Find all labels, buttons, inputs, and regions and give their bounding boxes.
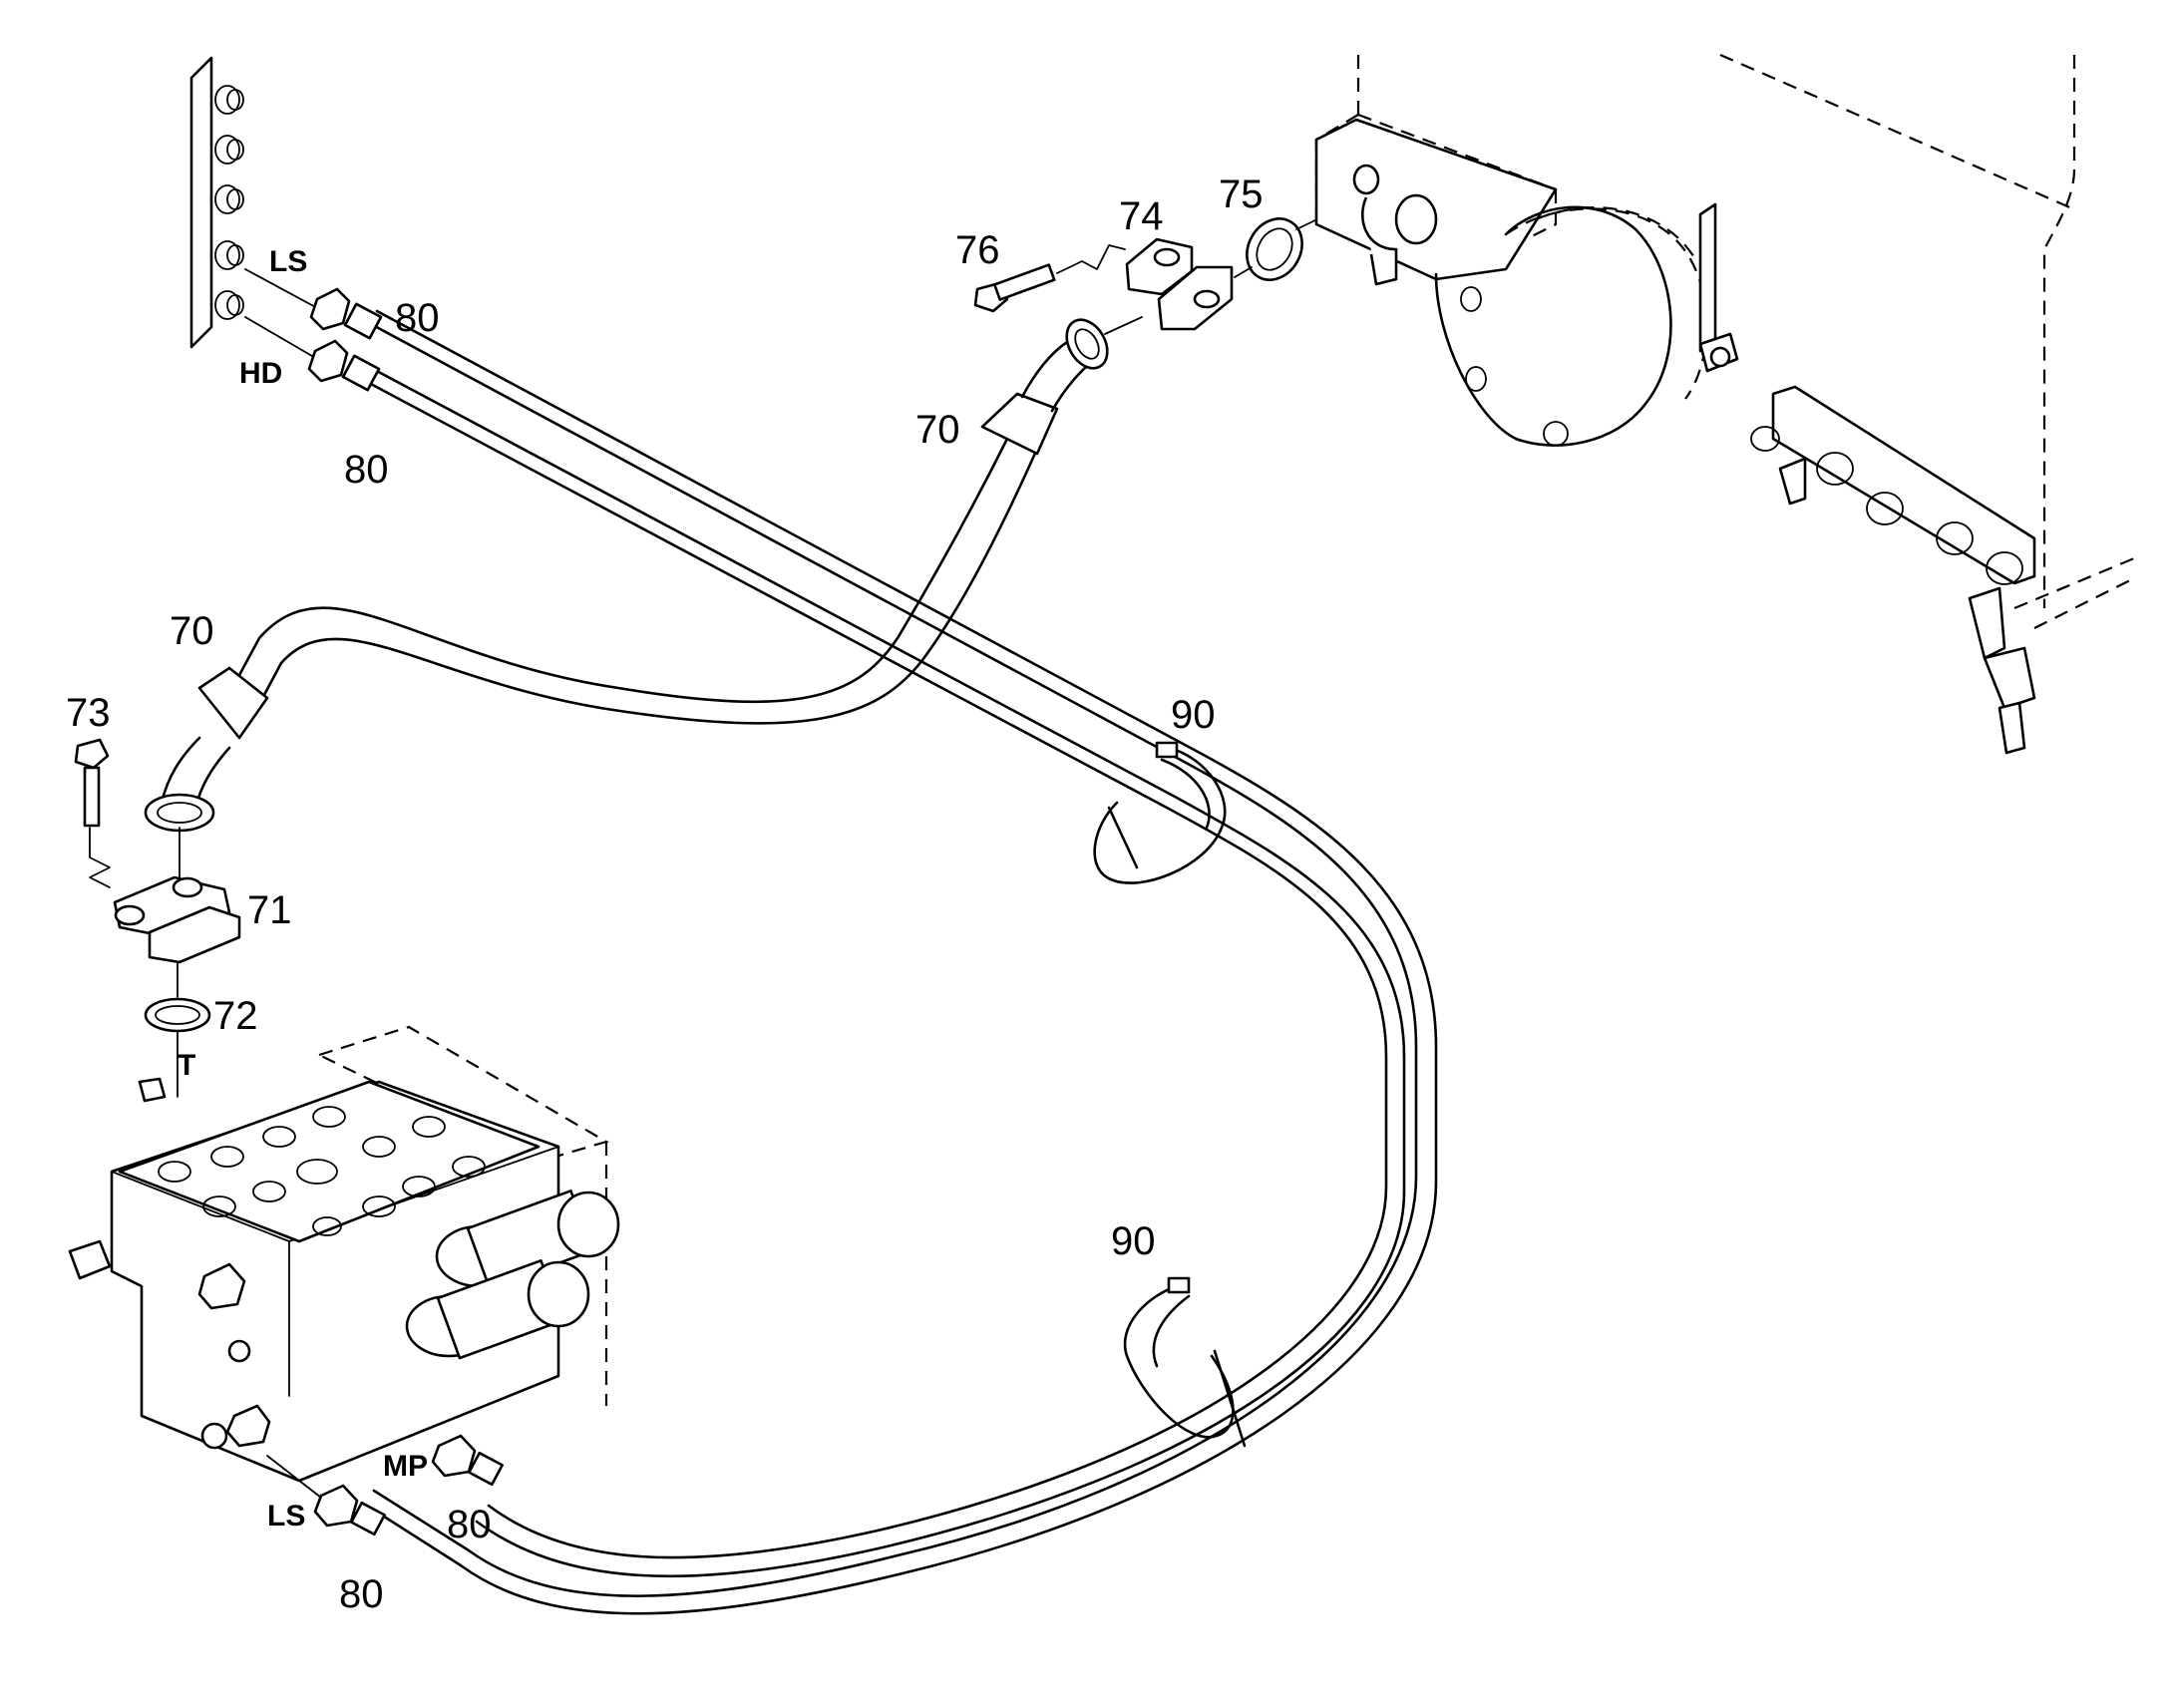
hose-80-pair (365, 309, 1438, 1615)
callout-73: 73 (66, 691, 111, 735)
hose-clamp-90-upper (1093, 741, 1227, 884)
callout-75: 75 (1219, 172, 1264, 216)
split-flange-71 (113, 875, 241, 964)
hose-fitting-upper (307, 287, 383, 392)
pump-assembly (1314, 53, 2135, 755)
port-label-t: T (178, 1049, 195, 1082)
bolt-73 (74, 738, 111, 888)
port-label-mp: MP (383, 1450, 428, 1483)
port-label-hd: HD (239, 357, 282, 390)
o-ring-75 (1246, 217, 1303, 281)
hose-70 (144, 318, 1109, 833)
callout-74: 74 (1119, 194, 1164, 238)
port-panel (189, 56, 320, 360)
callout-72: 72 (213, 994, 258, 1038)
bolt-76 (973, 244, 1126, 313)
port-label-ls-top: LS (269, 245, 307, 278)
callout-76: 76 (955, 228, 1000, 272)
callout-90-top: 90 (1171, 693, 1216, 737)
callout-80-top: 80 (395, 296, 440, 340)
callout-70-left: 70 (170, 609, 214, 653)
control-valve-block (68, 1025, 620, 1537)
callout-80-bottom: 80 (339, 1572, 384, 1616)
hose-clamp-90-lower (1123, 1276, 1247, 1448)
callout-80-lower: 80 (447, 1503, 492, 1546)
callout-80-mid: 80 (344, 448, 389, 492)
o-ring-72 (144, 997, 211, 1033)
callout-70-upper: 70 (915, 408, 960, 452)
callout-labels: 80 80 70 70 73 71 72 76 74 75 90 90 80 8… (66, 172, 1264, 1616)
split-flange-74 (1125, 237, 1234, 331)
callout-90-bottom: 90 (1111, 1219, 1156, 1263)
port-labels: LS HD T MP LS (178, 245, 428, 1533)
port-label-ls-bottom: LS (267, 1500, 305, 1533)
callout-71: 71 (247, 888, 292, 932)
